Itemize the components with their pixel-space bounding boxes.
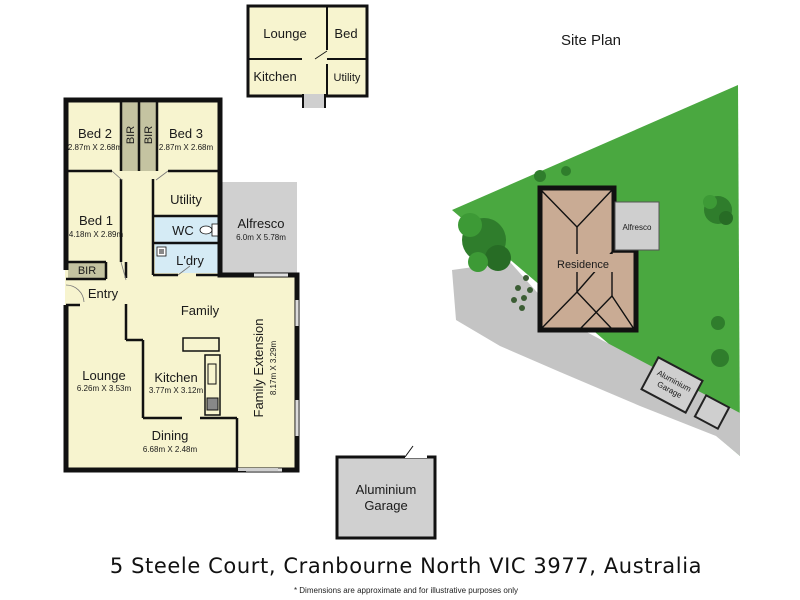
sink-icon bbox=[207, 363, 217, 385]
tree-icon bbox=[458, 213, 511, 272]
house-footprint bbox=[65, 100, 297, 470]
bir-bed2 bbox=[122, 103, 139, 171]
granny-flat-step bbox=[303, 94, 325, 108]
family-extension-label: Family Extension bbox=[251, 319, 266, 418]
family-label: Family bbox=[181, 303, 220, 318]
bir-bed1 bbox=[68, 262, 105, 278]
dining-label: Dining bbox=[152, 428, 189, 443]
laundry-label: L'dry bbox=[176, 253, 204, 268]
toilet-icon bbox=[199, 223, 219, 237]
bir-bed2-label: BIR bbox=[125, 126, 137, 144]
site-shed bbox=[693, 393, 731, 431]
shrub-icon bbox=[561, 166, 571, 176]
site-plan: Site Plan bbox=[452, 32, 740, 456]
property-address: 5 Steele Court, Cranbourne North VIC 397… bbox=[110, 554, 702, 578]
granny-flat: Lounge Bed Kitchen Utility bbox=[246, 4, 369, 108]
bed3-label: Bed 3 bbox=[169, 126, 203, 141]
family-extension-dims: 8.17m X 3.29m bbox=[269, 341, 278, 396]
rear-step bbox=[238, 468, 278, 471]
lounge-label: Lounge bbox=[82, 368, 125, 383]
bed1-dims: 4.18m X 2.89m bbox=[69, 230, 124, 239]
bed2-label: Bed 2 bbox=[78, 126, 112, 141]
bed1-label: Bed 1 bbox=[79, 213, 113, 228]
granny-kitchen-label: Kitchen bbox=[253, 69, 296, 84]
trough-icon bbox=[156, 246, 167, 257]
granny-lounge-label: Lounge bbox=[263, 26, 306, 41]
site-plan-title: Site Plan bbox=[561, 32, 621, 49]
disclaimer: * Dimensions are approximate and for ill… bbox=[294, 586, 518, 595]
lounge-dims: 6.26m X 3.53m bbox=[77, 384, 132, 393]
dining-dims: 6.68m X 2.48m bbox=[143, 445, 198, 454]
hedge-icon bbox=[511, 275, 533, 311]
kitchen-bench bbox=[182, 337, 221, 416]
alfresco-label: Alfresco bbox=[238, 216, 285, 231]
bed3-dims: 2.87m X 2.68m bbox=[159, 143, 214, 152]
door-swings bbox=[65, 170, 191, 303]
bir-bed3-label: BIR bbox=[143, 126, 155, 144]
main-house: Bed 2 2.87m X 2.68m Bed 3 2.87m X 2.68m … bbox=[63, 97, 300, 473]
bir-bed3 bbox=[140, 103, 157, 171]
shrub-icon bbox=[534, 170, 546, 182]
kitchen-dims: 3.77m X 3.12m bbox=[149, 386, 204, 395]
garage-label-line2: Garage bbox=[364, 498, 407, 513]
site-alfresco-label: Alfresco bbox=[623, 223, 652, 232]
tree-icon bbox=[703, 195, 733, 225]
alfresco-dims: 6.0m X 5.78m bbox=[236, 233, 286, 242]
cooktop-icon bbox=[206, 397, 219, 411]
residence-label: Residence bbox=[557, 259, 609, 271]
bed2-dims: 2.87m X 2.68m bbox=[68, 143, 123, 152]
alfresco-area bbox=[222, 182, 297, 275]
utility-label: Utility bbox=[170, 192, 202, 207]
site-garage: Aluminium Garage bbox=[640, 356, 704, 414]
bir-bed1-label: BIR bbox=[78, 265, 96, 277]
granny-utility-label: Utility bbox=[334, 72, 361, 84]
interior-walls bbox=[66, 100, 239, 470]
wc-label: WC bbox=[172, 223, 194, 238]
granny-bed-label: Bed bbox=[334, 26, 357, 41]
aluminium-garage: Aluminium Garage bbox=[335, 445, 437, 540]
shrub-icon bbox=[711, 316, 725, 330]
shrub-icon bbox=[711, 349, 729, 367]
entry-label: Entry bbox=[88, 286, 119, 301]
garage-label-line1: Aluminium bbox=[356, 482, 417, 497]
kitchen-label: Kitchen bbox=[154, 370, 197, 385]
site-alfresco bbox=[614, 201, 660, 251]
driveway bbox=[452, 262, 740, 456]
